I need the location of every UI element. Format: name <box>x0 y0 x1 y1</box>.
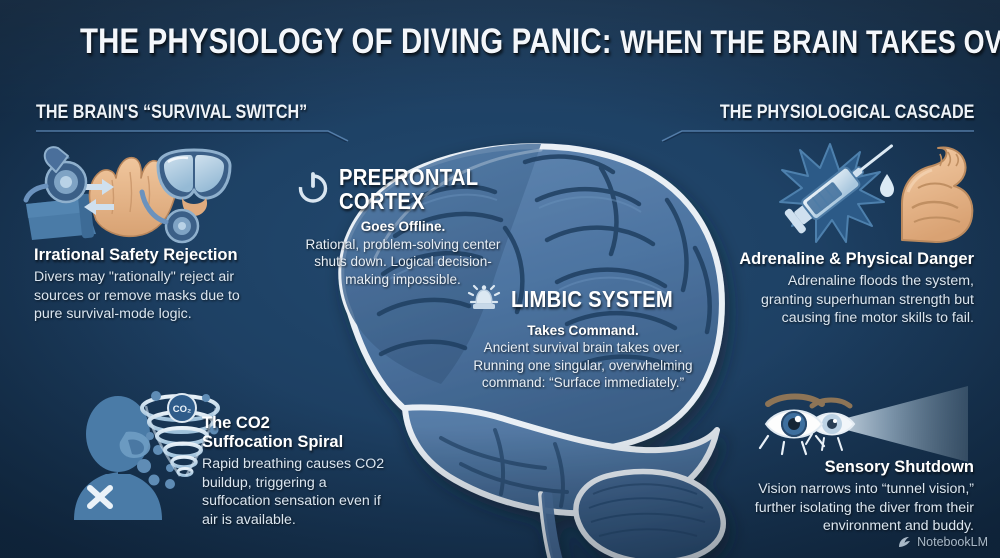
callout-lead: Goes Offline. <box>360 219 446 235</box>
page-title: THE PHYSIOLOGY OF DIVING PANIC: WHEN THE… <box>80 22 1000 62</box>
sensory-shutdown-icon <box>758 382 974 468</box>
block-co2-suffocation-spiral: The CO2 Suffocation Spiral Rapid breathi… <box>202 414 392 529</box>
block-body: Adrenaline floods the system, granting s… <box>761 273 974 327</box>
block-irrational-safety-rejection: Irrational Safety Rejection Divers may "… <box>34 246 246 323</box>
callout-body: Goes Offline. Rational, problem-solving … <box>296 218 510 288</box>
notebooklm-watermark: NotebookLM <box>898 535 988 549</box>
callout-label: PREFRONTAL CORTEX <box>339 164 479 214</box>
callout-detail-line3: command: “Surface immediately.” <box>481 375 685 391</box>
callout-detail-line2: Running one singular, overwhelming <box>473 357 693 373</box>
block-body: Vision narrows into “tunnel vision,” fur… <box>754 481 974 535</box>
section-header-right: THE PHYSIOLOGICAL CASCADE <box>719 102 974 123</box>
block-body: Rapid breathing causes CO2 buildup, trig… <box>202 456 385 528</box>
block-title: The CO2 Suffocation Spiral <box>202 414 392 452</box>
block-title-line1: The CO2 <box>202 414 270 432</box>
callout-label-line1: PREFRONTAL <box>339 164 479 190</box>
co2-suffocation-icon: CO₂ <box>44 388 224 524</box>
callout-lead: Takes Command. <box>527 323 639 338</box>
page-title-tail: WHEN THE BRAIN TAKES OVER <box>620 24 1000 60</box>
co2-vortex-label: CO₂ <box>173 404 191 415</box>
siren-icon <box>466 282 502 317</box>
block-title: Sensory Shutdown <box>824 458 974 476</box>
adrenaline-physical-danger-icon <box>768 142 974 248</box>
block-title-line2: Suffocation Spiral <box>202 433 344 452</box>
callout-prefrontal-cortex: PREFRONTAL CORTEX Goes Offline. Rational… <box>296 164 510 288</box>
brain-illustration <box>255 108 755 558</box>
page-title-lead: THE PHYSIOLOGY OF DIVING PANIC: <box>80 22 612 61</box>
section-header-left: THE BRAIN'S “SURVIVAL SWITCH” <box>36 102 308 123</box>
notebooklm-label: NotebookLM <box>917 535 988 549</box>
callout-header: LIMBIC SYSTEM <box>466 282 700 317</box>
callout-detail-line1: Ancient survival brain takes over. <box>483 340 683 356</box>
block-adrenaline-physical-danger: Adrenaline & Physical Danger Adrenaline … <box>736 250 974 327</box>
callout-body: Takes Command. Ancient survival brain ta… <box>466 322 700 392</box>
block-body: Divers may "rationally" reject air sourc… <box>34 269 240 323</box>
callout-label-line2: CORTEX <box>339 187 425 214</box>
irrational-safety-rejection-icon <box>23 142 241 244</box>
callout-detail: Rational, problem-solving center shuts d… <box>305 236 501 287</box>
notebooklm-logo-icon <box>898 535 912 549</box>
block-title: Irrational Safety Rejection <box>34 246 238 264</box>
block-title: Adrenaline & Physical Danger <box>739 250 974 268</box>
callout-header: PREFRONTAL CORTEX <box>296 164 510 214</box>
block-sensory-shutdown: Sensory Shutdown Vision narrows into “tu… <box>726 458 974 535</box>
power-icon <box>296 170 330 209</box>
callout-label: LIMBIC SYSTEM <box>511 285 673 312</box>
callout-limbic-system: LIMBIC SYSTEM Takes Command. Ancient sur… <box>466 282 700 392</box>
